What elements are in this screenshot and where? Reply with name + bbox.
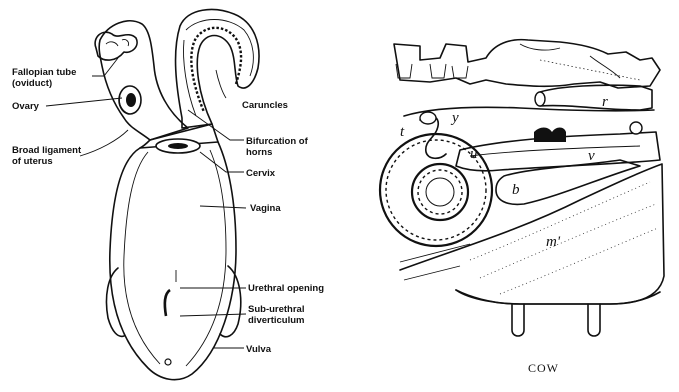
caption-cow: COW [528, 361, 559, 375]
cow-reproductive-tract-diagram: r t y u v b m' COW [380, 40, 664, 375]
letter-u: u [470, 146, 478, 162]
label-urethral-opening: Urethral opening [248, 283, 324, 294]
cervix-ridges [534, 128, 566, 143]
left-reproductive-tract-diagram: Fallopian tube (oviduct) Ovary Broad lig… [12, 10, 324, 380]
letter-v: v [588, 148, 595, 164]
label-fallopian-tube: Fallopian tube [12, 67, 76, 78]
label-cervix: Cervix [246, 168, 276, 179]
label-of-uterus: of uterus [12, 156, 53, 167]
left-uterine-horn [99, 21, 188, 140]
label-broad-ligament: Broad ligament [12, 145, 82, 156]
label-ovary: Ovary [12, 101, 40, 112]
rectum [540, 85, 652, 110]
label-bifurcation: Bifurcation of [246, 136, 309, 147]
letter-m: m' [546, 234, 561, 250]
urethral-opening-shape [165, 290, 170, 316]
vagina-outline [110, 142, 236, 380]
caruncles-inner-lining [191, 28, 241, 112]
letter-b: b [512, 182, 520, 198]
teat-left [512, 304, 524, 336]
label-vulva: Vulva [246, 344, 272, 355]
letter-y: y [450, 110, 459, 126]
label-oviduct: (oviduct) [12, 78, 52, 89]
letter-t: t [400, 124, 405, 140]
abdominal-wall [400, 164, 664, 304]
udder [456, 290, 660, 304]
label-sub-urethral: Sub-urethral [248, 304, 304, 315]
label-horns: horns [246, 147, 272, 158]
label-vagina: Vagina [250, 203, 281, 214]
label-diverticulum: diverticulum [248, 315, 305, 326]
letter-r: r [602, 94, 608, 110]
label-caruncles: Caruncles [242, 100, 288, 111]
teat-right [588, 304, 600, 336]
uterine-horn-coil-inner [412, 164, 468, 220]
